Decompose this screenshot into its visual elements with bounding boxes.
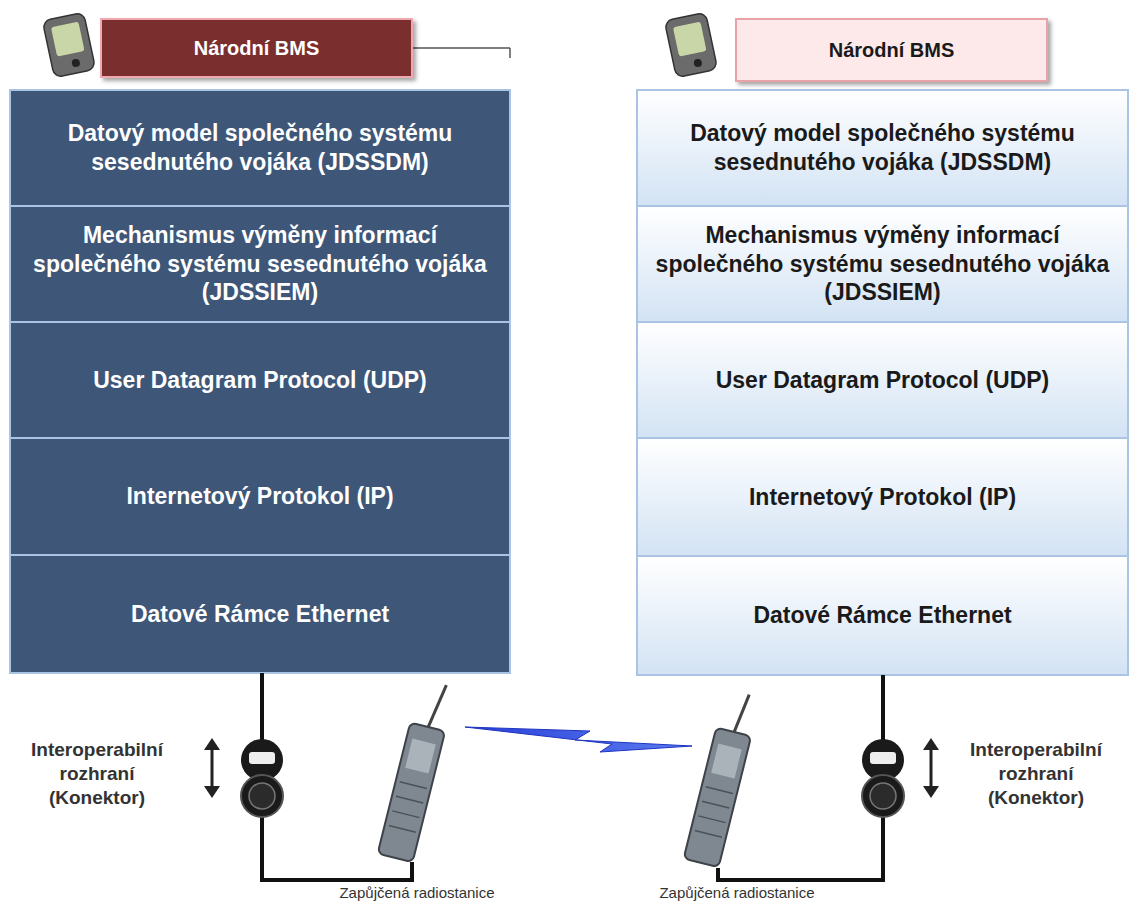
protocol-layer: Datový model společného systému sesednut…: [10, 90, 510, 206]
radio-symbol: [684, 689, 761, 868]
layer-text: Datový model společného systému sesednut…: [654, 119, 1111, 177]
interface-label: Interoperabilní rozhraní (Konektor): [961, 738, 1111, 809]
layer-text: Internetový Protokol (IP): [126, 482, 393, 511]
connector-symbol: [241, 739, 283, 817]
interface-label: Interoperabilní rozhraní (Konektor): [22, 738, 172, 809]
device-icon: [664, 12, 717, 77]
layer-text: User Datagram Protocol (UDP): [716, 366, 1050, 395]
left-stack-frame: [10, 90, 510, 673]
protocol-layer: Internetový Protokol (IP): [637, 438, 1128, 556]
double-arrow: [923, 738, 939, 798]
layer-text: Mechanismus výměny informací společného …: [27, 221, 493, 307]
protocol-layer: User Datagram Protocol (UDP): [637, 322, 1128, 438]
layer-text: Mechanismus výměny informací společného …: [654, 221, 1111, 307]
radio-symbol: [378, 679, 456, 862]
connector-symbol: [862, 739, 904, 817]
radio-label: Zapůjčená radiostanice: [632, 884, 842, 903]
layer-text: Národní BMS: [829, 38, 955, 63]
layer-text: Datové Rámce Ethernet: [131, 600, 389, 629]
layer-text: Národní BMS: [194, 36, 320, 61]
protocol-layer: Datový model společného systému sesednut…: [637, 90, 1128, 206]
double-arrow: [204, 738, 220, 798]
protocol-layer: Datové Rámce Ethernet: [10, 555, 510, 673]
protocol-layer: Mechanismus výměny informací společného …: [10, 206, 510, 322]
protocol-layer: Datové Rámce Ethernet: [637, 556, 1128, 675]
protocol-layer: User Datagram Protocol (UDP): [10, 322, 510, 438]
radio-link-bolt: [465, 727, 692, 752]
layer-text: Datový model společného systému sesednut…: [27, 119, 493, 177]
protocol-layer: Mechanismus výměny informací společného …: [637, 206, 1128, 322]
layer-text: Datové Rámce Ethernet: [753, 601, 1011, 630]
protocol-layer: Internetový Protokol (IP): [10, 438, 510, 555]
bms-header: Národní BMS: [100, 18, 413, 78]
layer-text: Internetový Protokol (IP): [749, 483, 1016, 512]
right-stack-frame: [637, 90, 1128, 675]
layer-text: User Datagram Protocol (UDP): [93, 366, 427, 395]
radio-label: Zapůjčená radiostanice: [312, 884, 522, 903]
device-icon: [42, 12, 95, 77]
bms-header: Národní BMS: [735, 18, 1048, 82]
wire: [718, 675, 883, 880]
